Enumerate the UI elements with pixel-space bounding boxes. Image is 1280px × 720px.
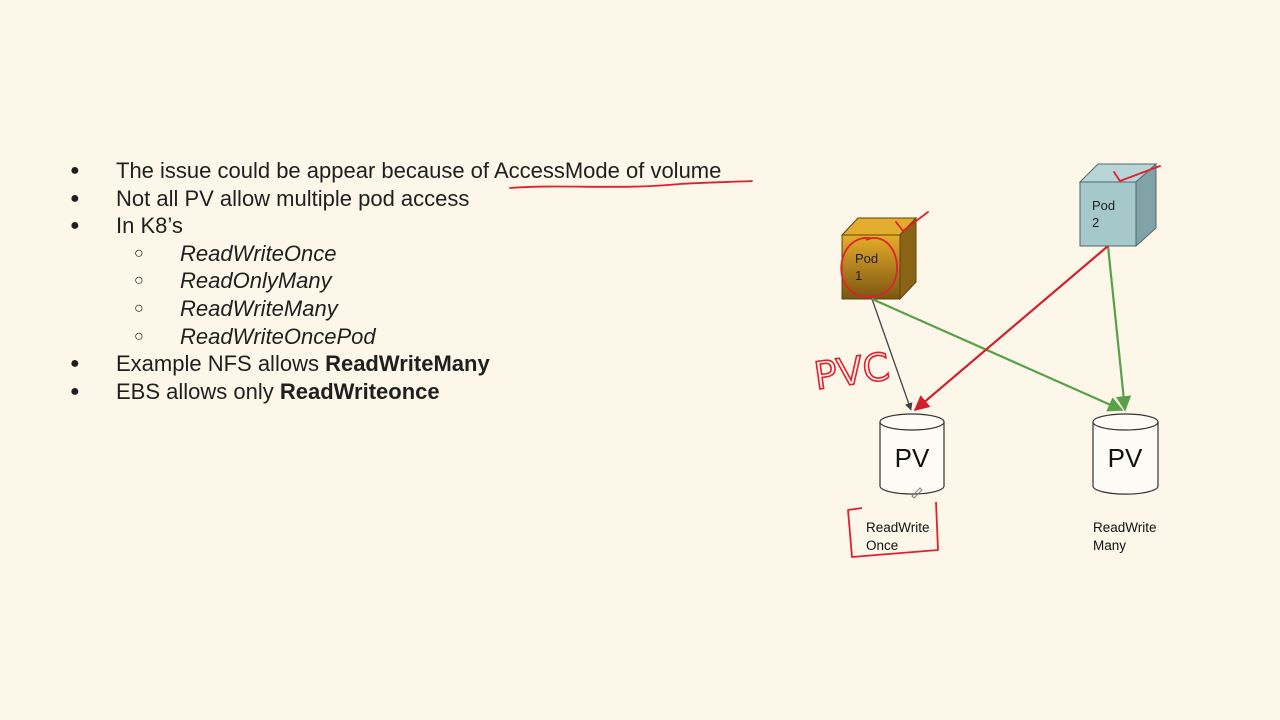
pod-1-label: Pod xyxy=(855,251,878,266)
sub-bullet-item: ReadOnlyMany xyxy=(70,267,790,295)
bullet-item-pv-access: Not all PV allow multiple pod access xyxy=(70,185,790,213)
sub-bullet-item: ReadWriteMany xyxy=(70,295,790,323)
bullet-item-k8s: In K8’s xyxy=(70,212,790,240)
pv-left-mode-line2: Once xyxy=(866,538,898,553)
access-mode-highlight: AccessMode of volume xyxy=(493,158,722,183)
pen-cursor-icon xyxy=(911,487,923,499)
underline-annotation xyxy=(509,180,753,189)
bullet-bold-text: ReadWriteonce xyxy=(279,378,440,404)
access-mode-name: ReadOnlyMany xyxy=(180,268,332,294)
pv-left-cylinder: PV xyxy=(879,413,945,495)
pod1-to-pv-left-arrow xyxy=(871,298,913,411)
pv-right-label: PV xyxy=(1108,443,1143,473)
bullet-text: Example NFS allows xyxy=(116,351,326,377)
bullet-text: Not all PV allow multiple pod access xyxy=(116,185,470,211)
sub-bullet-item: ReadWriteOnce xyxy=(70,240,790,268)
pv-left-mode-line1: ReadWrite xyxy=(866,520,930,535)
pvc-annotation: PVC xyxy=(811,344,892,398)
bullet-text: EBS allows only xyxy=(116,378,280,404)
pod2-to-pv-right-arrow xyxy=(1106,245,1132,412)
box-annotation xyxy=(847,501,939,558)
bullet-text: The issue could be appear because of xyxy=(116,158,494,183)
bullet-text: In K8’s xyxy=(116,213,183,239)
bullet-item-nfs: Example NFS allows ReadWriteMany xyxy=(70,350,790,378)
pod-1-number: 1 xyxy=(855,268,862,283)
pv-left-label: PV xyxy=(895,443,930,473)
pv-right-mode-line2: Many xyxy=(1093,538,1126,553)
check-mark-annotation xyxy=(1113,165,1161,183)
circle-annotation xyxy=(840,237,898,298)
check-mark-annotation xyxy=(895,211,929,233)
pod-2-label: Pod xyxy=(1092,198,1115,213)
bullet-item-ebs: EBS allows only ReadWriteonce xyxy=(70,378,790,406)
pod-2-cube: Pod 2 xyxy=(1078,162,1158,248)
sub-bullet-item: ReadWriteOncePod xyxy=(70,323,790,351)
pod1-to-pv-right-arrow xyxy=(871,297,1124,412)
bullet-bold-text: ReadWriteMany xyxy=(325,351,490,377)
access-mode-name: ReadWriteMany xyxy=(180,295,338,321)
pv-right-cylinder: PV xyxy=(1092,413,1159,495)
access-mode-name: ReadWriteOncePod xyxy=(180,323,376,349)
access-mode-name: ReadWriteOnce xyxy=(180,240,337,266)
pod-2-number: 2 xyxy=(1092,215,1099,230)
pod2-to-pv-left-arrow xyxy=(913,245,1109,411)
pv-right-mode-line1: ReadWrite xyxy=(1093,520,1157,535)
bullet-list: The issue could be appear because of Acc… xyxy=(70,157,790,405)
bullet-item-issue: The issue could be appear because of Acc… xyxy=(70,157,790,185)
